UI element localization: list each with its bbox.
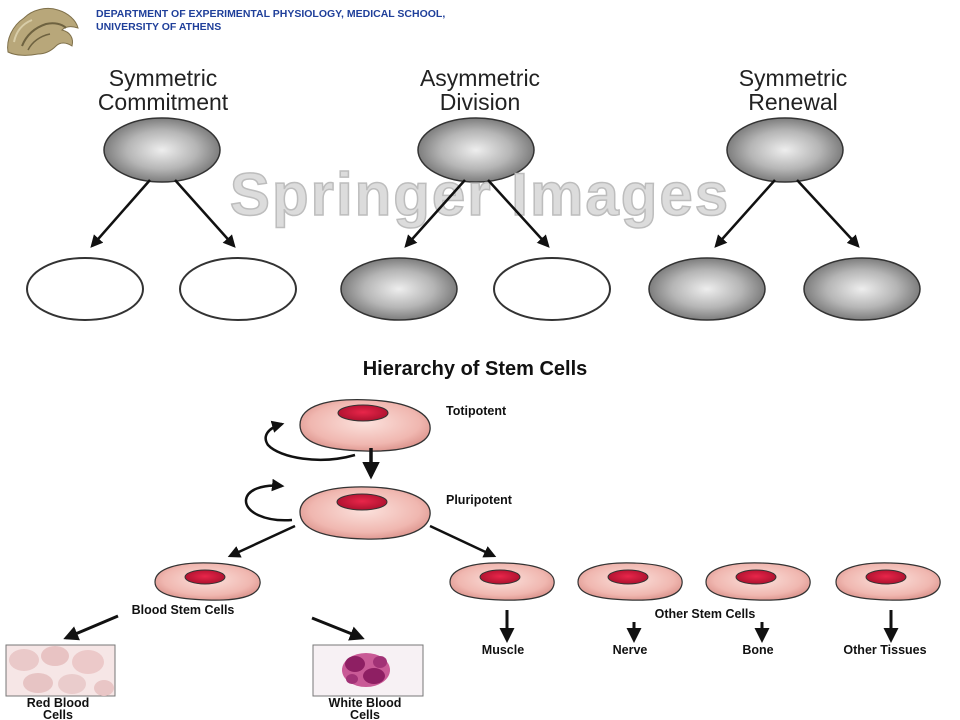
header-line-2: UNIVERSITY OF ATHENS	[96, 21, 222, 33]
muscle-label: Muscle	[482, 643, 524, 657]
arrow-renew-left	[714, 179, 776, 248]
blood-stem-cell	[154, 562, 261, 601]
division-mode-labels: Symmetric Commitment Asymmetric Division…	[98, 65, 847, 115]
blood-stem-cells-label: Blood Stem Cells	[132, 603, 235, 617]
white-blood-cells-image	[312, 644, 424, 697]
daughter-cell-committed-asym	[493, 257, 611, 321]
muscle-stem-cell	[449, 562, 555, 601]
white-blood-label-2: Cells	[350, 708, 380, 720]
arrow-commit-left	[90, 179, 151, 248]
red-blood-cells-image	[5, 644, 116, 697]
red-blood-label-2: Cells	[43, 708, 73, 720]
totipotent-renewal-arrow	[264, 420, 356, 461]
header-line-1: DEPARTMENT OF EXPERIMENTAL PHYSIOLOGY, M…	[96, 8, 446, 20]
mode-3-line-1: Symmetric	[739, 65, 848, 91]
mode-1-line-2: Commitment	[98, 89, 229, 115]
mode-2-line-2: Division	[440, 89, 521, 115]
mode-2-line-1: Asymmetric	[420, 65, 540, 91]
other-tissue-stem-cell	[835, 562, 941, 601]
white-blood-label-1: White Blood	[329, 696, 402, 710]
pluripotent-renewal-arrow	[244, 478, 293, 522]
mode-1-line-1: Symmetric	[109, 65, 218, 91]
other-stem-cells-label: Other Stem Cells	[655, 607, 756, 621]
bone-label: Bone	[742, 643, 773, 657]
springer-watermark: Springer Images	[230, 161, 730, 228]
tissue-arrows	[499, 610, 899, 643]
athens-logo	[7, 7, 79, 56]
hierarchy-title: Hierarchy of Stem Cells	[363, 358, 588, 380]
daughter-cell-stem-asym	[340, 257, 458, 321]
daughter-cell-committed-2	[179, 257, 297, 321]
nerve-stem-cell	[577, 562, 683, 601]
daughter-cell-stem-renew-2	[803, 257, 921, 321]
nerve-label: Nerve	[613, 643, 648, 657]
division-arrows	[90, 179, 860, 248]
arrow-pluri-to-other	[429, 524, 497, 558]
arrow-asym-right	[487, 179, 550, 248]
red-blood-label-1: Red Blood	[27, 696, 90, 710]
arrow-to-red-blood	[63, 614, 119, 641]
arrow-to-white-blood	[311, 616, 365, 641]
parent-cell-renewal	[726, 117, 844, 183]
daughter-cell-stem-renew-1	[648, 257, 766, 321]
daughter-cell-committed-1	[26, 257, 144, 321]
pluripotent-cell	[299, 486, 431, 540]
parent-cell-asymmetric	[417, 117, 535, 183]
parent-cell-commitment	[103, 117, 221, 183]
totipotent-cell	[299, 399, 431, 452]
bone-stem-cell	[705, 562, 811, 601]
totipotent-label: Totipotent	[446, 404, 507, 418]
arrow-pluri-to-blood	[227, 524, 296, 558]
pluripotent-label: Pluripotent	[446, 493, 513, 507]
arrow-asym-left	[404, 179, 466, 248]
department-header: DEPARTMENT OF EXPERIMENTAL PHYSIOLOGY, M…	[96, 8, 445, 34]
arrow-commit-right	[174, 179, 236, 248]
arrow-renew-right	[796, 179, 860, 248]
mode-3-line-2: Renewal	[748, 89, 838, 115]
other-tissues-label: Other Tissues	[843, 643, 926, 657]
